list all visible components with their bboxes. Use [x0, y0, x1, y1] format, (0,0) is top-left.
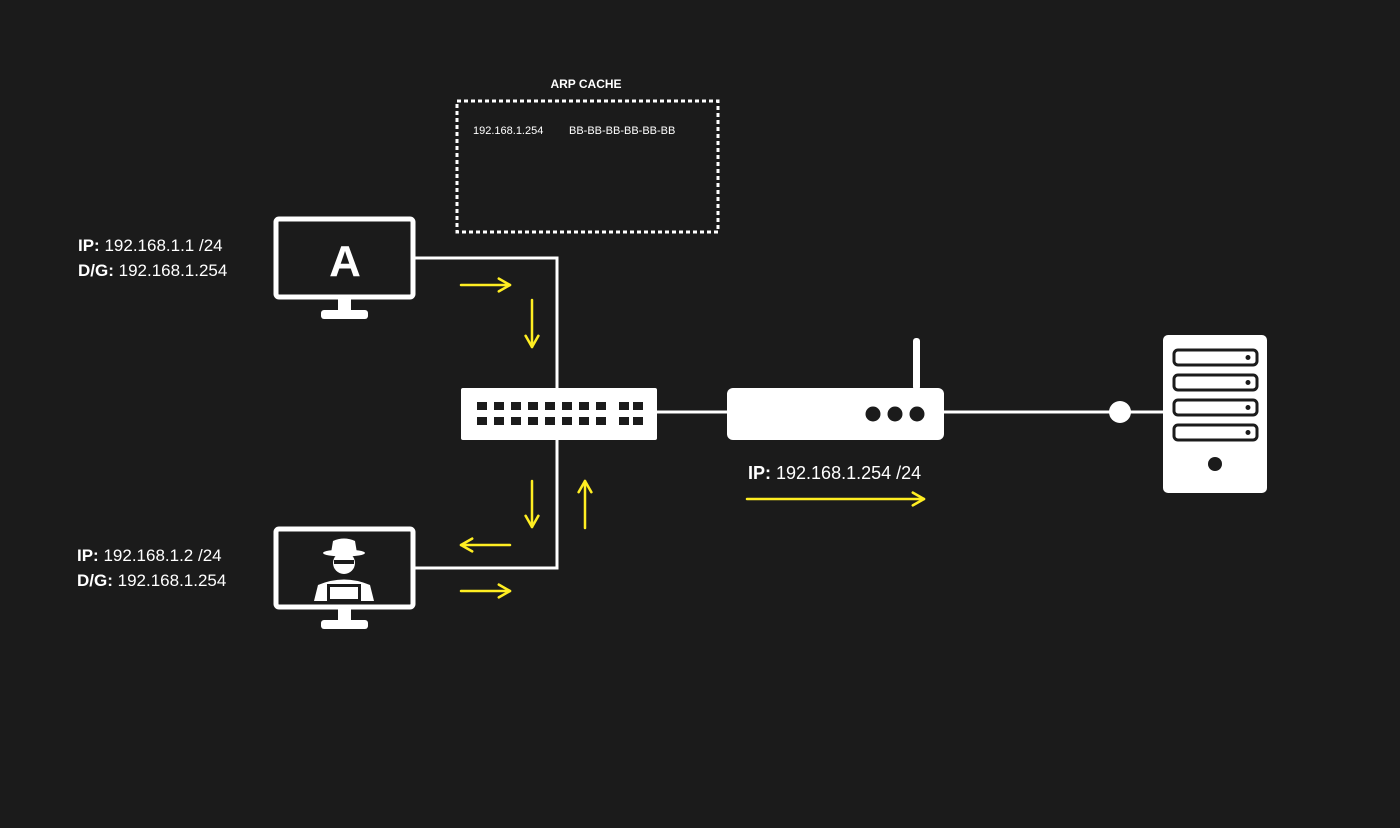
cables: [413, 256, 1163, 570]
host-a: A IP: 192.168.1.1 /24 D/G: 192.168.1.254: [78, 216, 416, 319]
attacker-ip-label: IP:: [77, 546, 99, 565]
attacker-gw-label: D/G:: [77, 571, 113, 590]
host-a-gw-label: D/G:: [78, 261, 114, 280]
arp-entry-ip: 192.168.1.254: [473, 125, 543, 137]
host-a-gw-value: 192.168.1.254: [114, 261, 227, 280]
router-ip-label: IP:: [748, 463, 771, 483]
host-a-ip-label: IP:: [78, 236, 100, 255]
arp-cache-box: [455, 99, 720, 234]
switch-icon: [461, 388, 657, 440]
cable-attacker-switch: [413, 440, 559, 570]
router-ip-value: 192.168.1.254 /24: [771, 463, 921, 483]
host-a-ip-value: 192.168.1.1 /24: [100, 236, 223, 255]
attacker-ip: IP: 192.168.1.2 /24: [77, 546, 222, 565]
host-a-label: A: [329, 237, 361, 286]
host-a-ip: IP: 192.168.1.1 /24: [78, 236, 223, 255]
arp-cache-title: ARP CACHE: [550, 77, 621, 91]
arp-entry-mac: BB-BB-BB-BB-BB-BB: [569, 125, 675, 137]
host-a-gateway: D/G: 192.168.1.254: [78, 261, 227, 280]
traffic-arrows: [459, 277, 926, 599]
cable-host-a-switch: [413, 256, 559, 388]
router-ip: IP: 192.168.1.254 /24: [748, 463, 921, 483]
hacker-icon: [314, 538, 374, 602]
attacker-host: IP: 192.168.1.2 /24 D/G: 192.168.1.254: [77, 526, 416, 629]
monitor-icon: [273, 216, 416, 319]
arp-cache: ARP CACHE 192.168.1.254 BB-BB-BB-BB-BB-B…: [455, 77, 720, 234]
monitor-icon: [273, 526, 416, 629]
router-icon: [727, 338, 944, 440]
attacker-gw-value: 192.168.1.254: [113, 571, 226, 590]
server-icon: [1163, 335, 1267, 493]
router: IP: 192.168.1.254 /24: [727, 338, 944, 483]
connector-dot: [1109, 401, 1131, 423]
attacker-gateway: D/G: 192.168.1.254: [77, 571, 226, 590]
attacker-ip-value: 192.168.1.2 /24: [99, 546, 222, 565]
